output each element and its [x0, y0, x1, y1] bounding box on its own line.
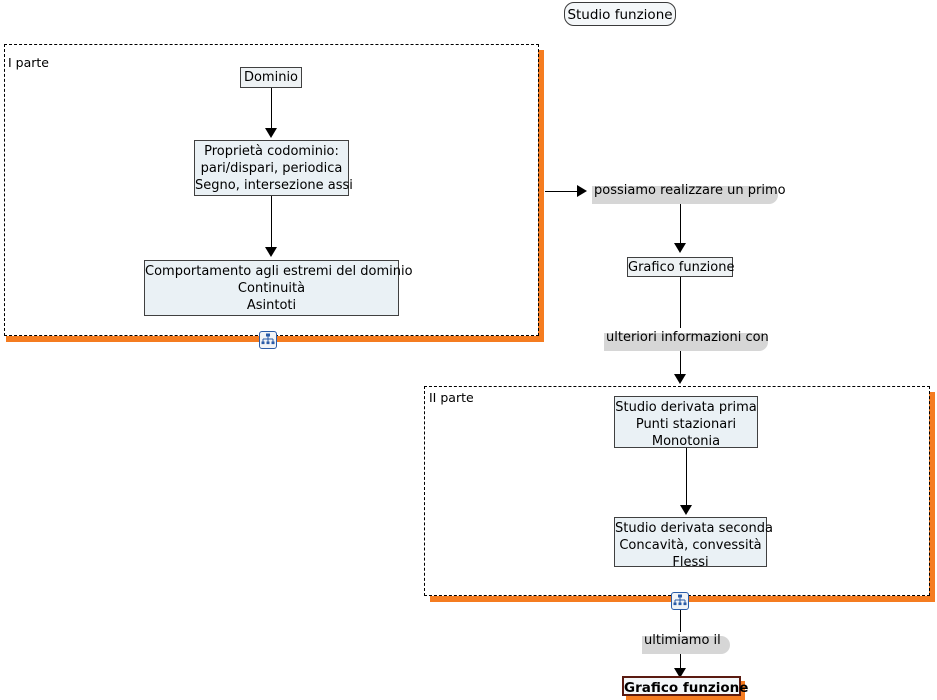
arrowhead-note-to-grafico1: [674, 243, 686, 253]
hierarchy-tree-icon[interactable]: [259, 331, 277, 349]
connector-grafico1-to-ulteriori: [680, 277, 681, 328]
connector-dominio-proprieta: [271, 88, 272, 131]
arrowhead-dominio-proprieta: [265, 128, 277, 138]
final-box-shadow-bottom: [626, 695, 745, 700]
arrowhead-derivata1-derivata2: [680, 505, 692, 515]
node-grafico-funzione-mid[interactable]: Grafico funzione: [627, 257, 735, 277]
connector-derivata1-derivata2: [686, 448, 687, 510]
arrowhead-ultimiamo-to-final: [674, 668, 686, 678]
final-box-shadow-right: [740, 681, 745, 700]
note-ultimiamo-il: ultimiamo il: [644, 633, 721, 648]
diagram-title: Studio funzione: [564, 2, 676, 26]
arrowhead-proprieta-comportamento: [265, 247, 277, 257]
note-ulteriori-shadow: [604, 333, 768, 351]
note-possiamo-realizzare: possiamo realizzare un primo: [594, 183, 786, 198]
first-part-shadow-right: [538, 50, 544, 342]
connector-proprieta-comportamento: [271, 196, 272, 252]
connector-ultimiamo-to-final: [680, 650, 681, 675]
node-comportamento-estremi[interactable]: Comportamento agli estremi del dominio C…: [144, 260, 413, 316]
node-proprieta-codominio[interactable]: Proprietà codominio: pari/dispari, perio…: [194, 140, 353, 196]
connector-ulteriori-to-secondpart: [680, 347, 681, 378]
hierarchy-tree-icon[interactable]: [671, 592, 689, 610]
note-ulteriori-informazioni: ulteriori informazioni con: [606, 330, 769, 345]
arrowhead-ulteriori-to-secondpart: [674, 374, 686, 384]
connector-secondpart-to-ultimiamo: [680, 608, 681, 632]
node-derivata-prima[interactable]: Studio derivata prima Punti stazionari M…: [614, 396, 758, 449]
first-part-label: I parte: [8, 55, 49, 70]
arrowhead-firstpart-to-note: [577, 185, 587, 197]
connector-firstpart-to-note: [545, 191, 579, 192]
note-ultimiamo-shadow: [642, 636, 730, 654]
second-part-label: II parte: [429, 390, 474, 405]
note-primo-shadow: [592, 186, 778, 204]
node-dominio[interactable]: Dominio: [240, 67, 302, 88]
connector-note-to-grafico1: [680, 200, 681, 247]
node-derivata-seconda[interactable]: Studio derivata seconda Concavità, conve…: [614, 517, 773, 570]
node-grafico-funzione-final[interactable]: Grafico funzione: [622, 676, 748, 696]
second-part-shadow-right: [929, 392, 935, 602]
